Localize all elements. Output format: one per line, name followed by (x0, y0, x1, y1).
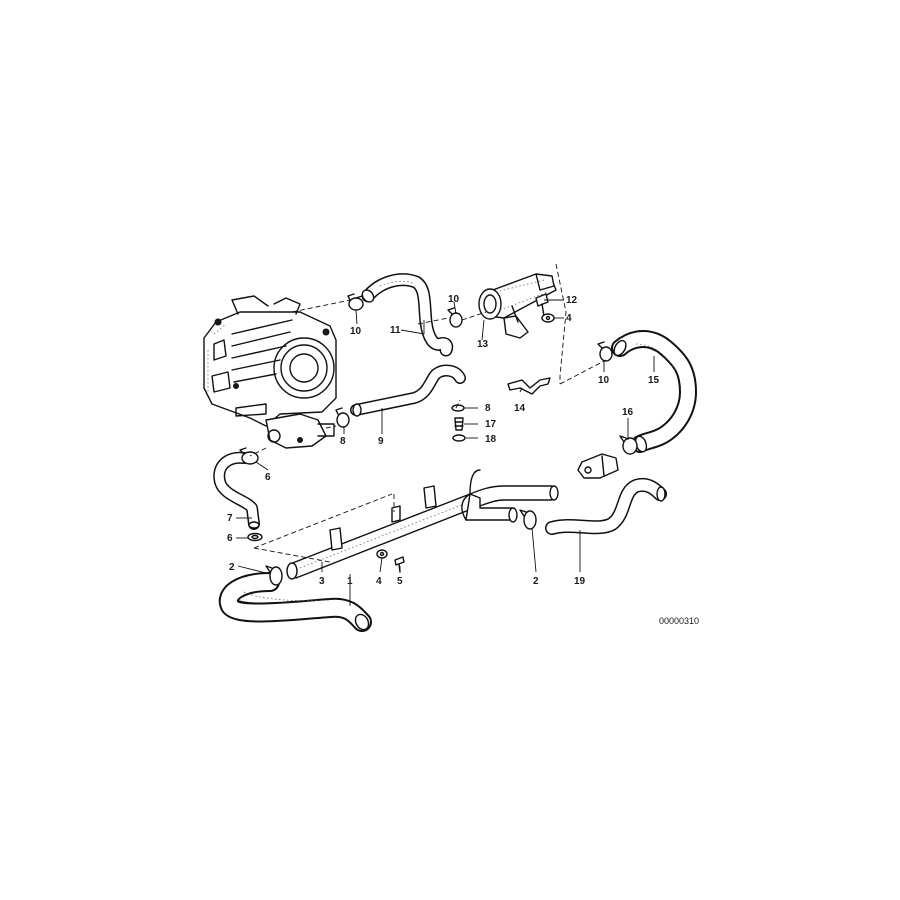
bolt-12 (535, 293, 549, 317)
callout-label: 2 (533, 576, 539, 587)
callout-label: 13 (477, 339, 489, 350)
nut-4-lower (376, 549, 388, 559)
assembly-dashes (249, 263, 607, 563)
seal-ring-18 (452, 434, 466, 442)
callout-label: 18 (485, 434, 497, 445)
hose-19 (545, 478, 667, 535)
callout-label: 4 (566, 313, 572, 324)
callout-label: 10 (350, 326, 362, 337)
hose-clamp-10-valve (447, 307, 463, 328)
callout-label: 1 (347, 576, 353, 587)
callout-label: 4 (376, 576, 382, 587)
hose-1 (218, 572, 372, 632)
coolant-pipe-3 (286, 469, 559, 580)
hose-clamp-2-left (265, 565, 283, 586)
hose-clamp-6-lower (247, 532, 263, 542)
hose-9 (350, 364, 466, 417)
hose-11 (361, 273, 454, 357)
callout-label: 6 (265, 472, 271, 483)
callout-label: 3 (319, 576, 325, 587)
callout-label: 12 (566, 295, 578, 306)
callout-label: 9 (378, 436, 384, 447)
callout-label: 7 (227, 513, 233, 524)
callout-label: 11 (390, 325, 401, 336)
auxiliary-air-valve-13 (478, 273, 557, 339)
diagram-doc-id: 00000310 (659, 616, 699, 626)
callout-label: 8 (485, 403, 491, 414)
hose-clamp-8-left (335, 407, 350, 428)
callout-label: 6 (227, 533, 233, 544)
callout-label: 8 (340, 436, 346, 447)
hose-clamp-10-right (597, 341, 613, 362)
callout-label: 19 (574, 576, 586, 587)
callout-label: 10 (448, 294, 460, 305)
hose-15 (611, 330, 697, 453)
bracket-14 (507, 377, 551, 395)
hose-clamp-10-left (347, 293, 364, 311)
washer-8 (451, 404, 465, 412)
callout-label: 10 (598, 375, 610, 386)
callout-label: 5 (397, 576, 403, 587)
callout-label: 16 (622, 407, 634, 418)
callout-label: 14 (514, 403, 526, 414)
hose-7 (213, 451, 260, 530)
hose-clamp-6-upper (239, 447, 259, 465)
nut-4-upper (541, 313, 555, 323)
thermo-switch (577, 453, 619, 479)
fitting-17 (454, 417, 464, 431)
throttle-body (203, 295, 337, 449)
callout-label: 15 (648, 375, 660, 386)
hose-clamp-2-right (519, 509, 537, 530)
callout-label: 2 (229, 562, 235, 573)
bolt-5 (394, 556, 405, 573)
leader-lines (236, 299, 655, 606)
hose-clamp-16 (619, 435, 638, 455)
callout-labels: 1 2 2 3 4 4 5 6 6 7 8 8 9 10 10 10 11 12… (227, 294, 660, 587)
callout-label: 17 (485, 419, 497, 430)
